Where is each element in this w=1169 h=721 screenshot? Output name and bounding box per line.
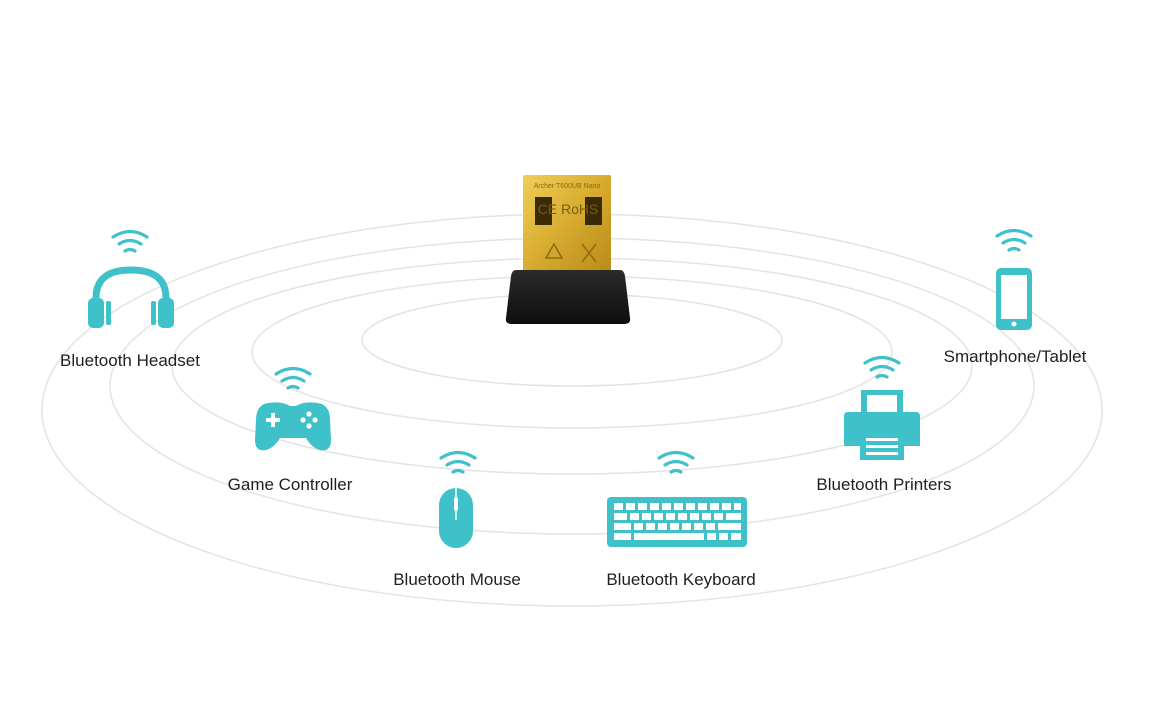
wireless-signal-icon (863, 355, 901, 379)
adapter-certification-marks: CE RoHS (538, 201, 599, 217)
mouse-icon (439, 488, 473, 548)
keyboard-device (607, 450, 747, 547)
adapter-contact-slot (535, 197, 552, 225)
device-label: Bluetooth Headset (60, 351, 200, 370)
wireless-signal-icon (657, 450, 695, 474)
adapter-model-text: Archer T600UB Nano (534, 183, 601, 190)
adapter-contact-slot (585, 197, 602, 225)
device-label: Bluetooth Mouse (393, 570, 521, 589)
mouse-device (439, 450, 477, 548)
game-controller-device (255, 366, 331, 451)
wireless-signal-icon (274, 366, 312, 390)
usb-adapter: Archer T600UB Nano CE RoHS (505, 175, 631, 324)
device-label: Smartphone/Tablet (943, 347, 1087, 366)
device-label: Bluetooth Keyboard (606, 570, 756, 589)
wireless-signal-icon (995, 228, 1033, 252)
wireless-signal-icon (111, 229, 149, 253)
printer-icon (844, 390, 920, 460)
keyboard-icon (607, 497, 747, 547)
printer-device (844, 355, 920, 460)
adapter-safety-mark-icon (544, 242, 564, 259)
headset-device (88, 229, 174, 328)
device-icons (88, 228, 1033, 548)
smartphone-icon (996, 268, 1032, 330)
game-controller-icon (255, 402, 331, 451)
smartphone-device (995, 228, 1033, 330)
device-label: Game Controller (227, 475, 353, 494)
adapter-weee-mark-icon (581, 243, 597, 263)
wireless-signal-icon (439, 450, 477, 474)
headset-icon (88, 266, 174, 328)
device-label: Bluetooth Printers (816, 475, 952, 494)
adapter-black-housing (505, 270, 631, 324)
